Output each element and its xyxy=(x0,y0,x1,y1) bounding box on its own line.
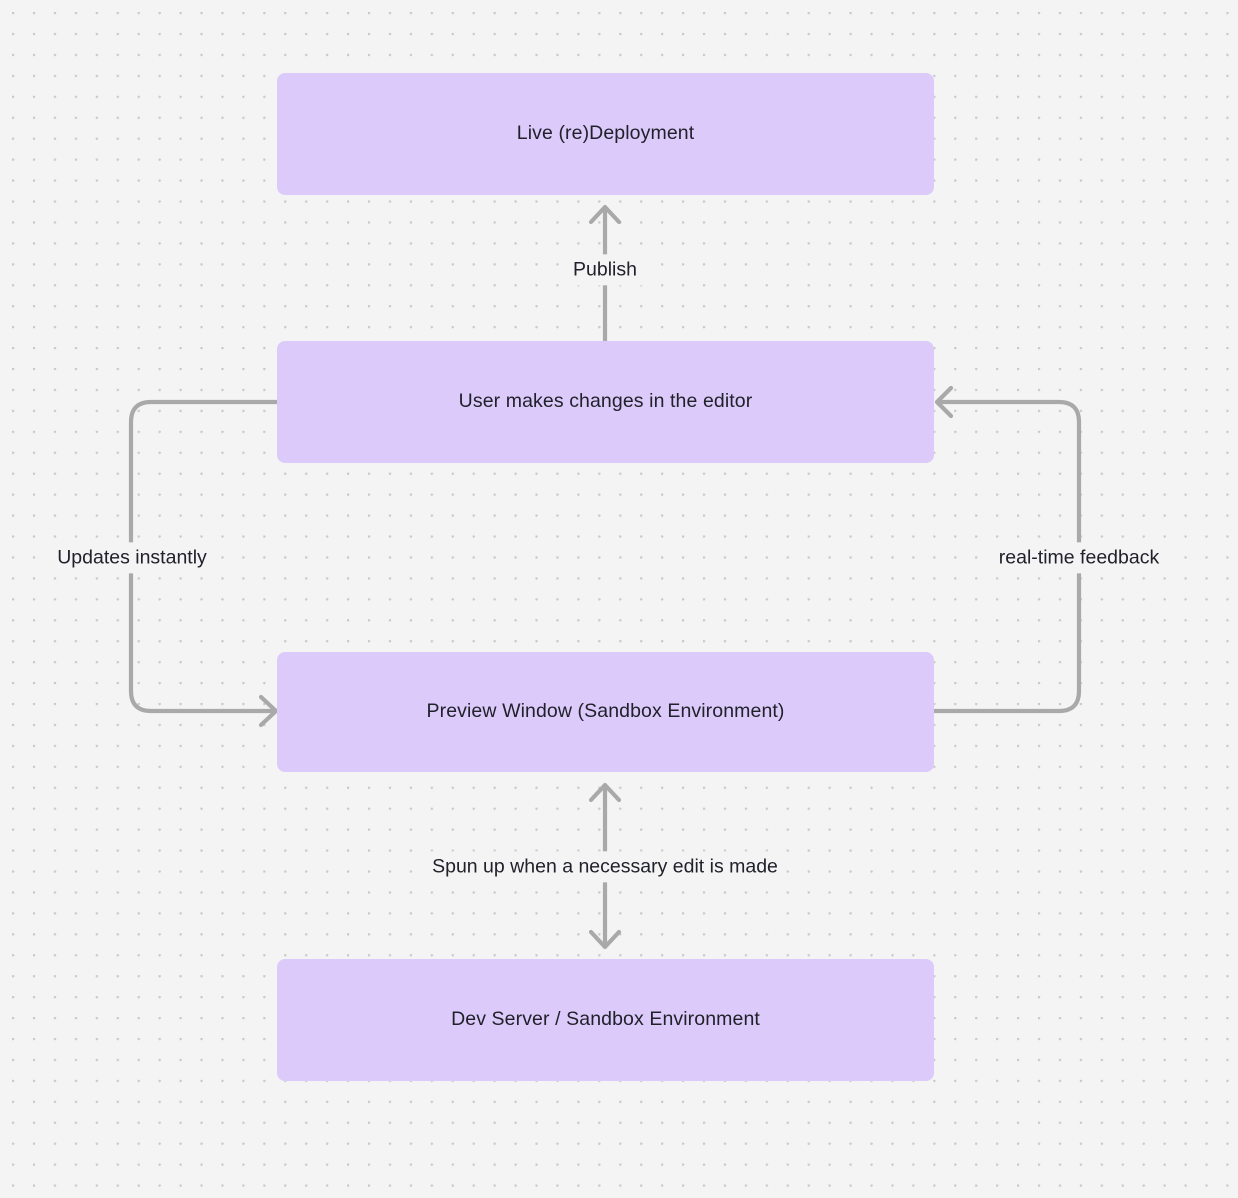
node-user-makes-changes-label: User makes changes in the editor xyxy=(458,390,753,413)
edge-real-time-feedback-arrowhead xyxy=(934,385,954,419)
edge-label-publish: Publish xyxy=(566,254,644,286)
node-live-redeployment-label: Live (re)Deployment xyxy=(516,122,695,145)
node-live-redeployment[interactable]: Live (re)Deployment xyxy=(277,73,934,195)
edge-publish-arrowhead xyxy=(588,204,622,225)
node-dev-server-label: Dev Server / Sandbox Environment xyxy=(451,1008,760,1031)
edge-label-updates-instantly: Updates instantly xyxy=(50,542,214,574)
node-dev-server[interactable]: Dev Server / Sandbox Environment xyxy=(277,959,934,1081)
edge-label-real-time-feedback: real-time feedback xyxy=(991,542,1167,574)
node-preview-window[interactable]: Preview Window (Sandbox Environment) xyxy=(277,652,934,772)
edge-label-spun-up: Spun up when a necessary edit is made xyxy=(425,851,785,883)
node-preview-window-label: Preview Window (Sandbox Environment) xyxy=(426,700,785,723)
edge-updates-instantly-arrowhead xyxy=(258,694,279,728)
node-user-makes-changes[interactable]: User makes changes in the editor xyxy=(277,341,934,463)
edge-spun-up-arrowhead-bottom xyxy=(588,929,622,950)
edge-spun-up-arrowhead-top xyxy=(588,782,622,803)
